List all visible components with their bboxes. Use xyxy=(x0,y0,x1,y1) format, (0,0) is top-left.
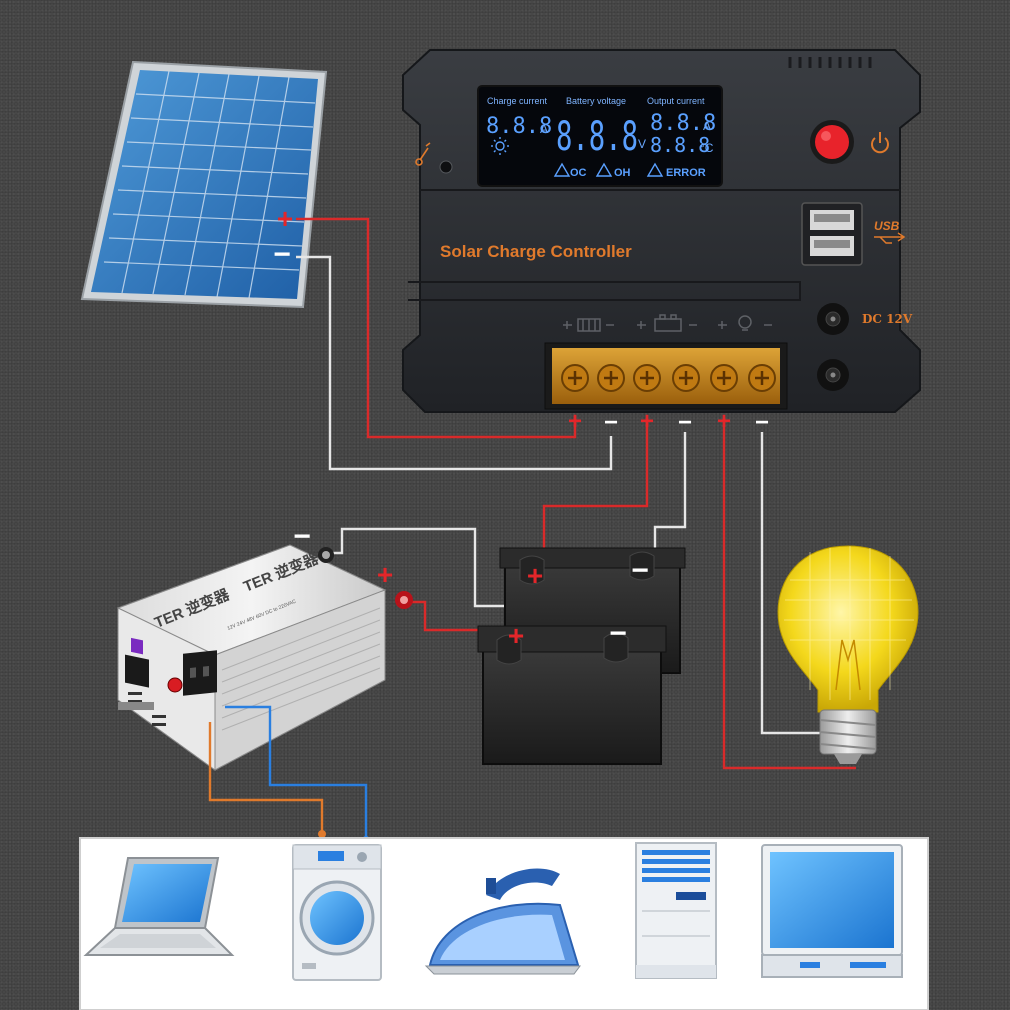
inverter-minus-sign: − xyxy=(293,520,311,553)
air-conditioner-icon xyxy=(635,842,717,979)
lcd-display xyxy=(477,85,723,187)
wire-panel-positive xyxy=(296,217,577,439)
wire-inverter-positive xyxy=(410,600,515,632)
charge-current-digits: 8.8.8 xyxy=(486,114,552,139)
usb-ports[interactable] xyxy=(801,202,863,266)
battery2-plus-sign: + xyxy=(508,620,524,651)
washing-machine-icon xyxy=(292,844,382,981)
thermometer-icon xyxy=(415,142,431,166)
dc-wiring xyxy=(296,217,856,770)
terminal-sign-3: + xyxy=(640,408,654,435)
wire-load-positive xyxy=(722,418,856,770)
dc-jack-bottom[interactable] xyxy=(817,359,849,391)
terminal-sign-5: + xyxy=(717,408,731,435)
output-current-label: Output current xyxy=(647,96,705,106)
unit-volt: V xyxy=(638,137,646,151)
laptop-icon xyxy=(83,857,235,956)
terminal-screw[interactable] xyxy=(597,364,625,392)
charge-current-label: Charge current xyxy=(487,96,548,106)
unit-amp-1: A xyxy=(540,122,548,136)
terminal-sign-1: + xyxy=(568,408,582,435)
flag-error: ERROR xyxy=(666,167,706,179)
output-current-digits: 8.8.8 xyxy=(650,111,716,136)
panel-minus-sign: − xyxy=(273,238,291,271)
wire-panel-negative xyxy=(296,255,613,471)
flag-oc: OC xyxy=(570,167,587,179)
terminal-sign-6: − xyxy=(755,409,769,436)
monitor-icon xyxy=(761,844,903,978)
charge-controller: Charge current Battery voltage Output cu… xyxy=(402,49,921,413)
battery1-minus-sign: − xyxy=(631,554,649,587)
sun-icon xyxy=(491,137,509,155)
warning-error-icon xyxy=(646,162,664,177)
flag-oh: OH xyxy=(614,167,631,179)
battery1-plus-sign: + xyxy=(527,560,543,591)
terminal-block xyxy=(544,342,788,410)
warning-oc-icon xyxy=(553,162,571,177)
usb-label: USB xyxy=(874,219,900,233)
power-icon xyxy=(871,132,889,154)
battery-voltage-label: Battery voltage xyxy=(566,96,626,106)
battery-voltage-digits: 8.8.8 xyxy=(556,114,638,160)
terminal-screw[interactable] xyxy=(672,364,700,392)
terminal-sign-4: − xyxy=(678,409,692,436)
wire-battery-negative xyxy=(653,432,687,566)
inverter-plus-sign: + xyxy=(377,559,393,590)
light-bulb-icon xyxy=(777,545,919,764)
terminal-screw[interactable] xyxy=(561,364,589,392)
unit-celsius: °C xyxy=(700,141,714,155)
inverter-icon xyxy=(116,544,413,771)
terminal-sign-2: − xyxy=(604,409,618,436)
terminal-screw[interactable] xyxy=(710,364,738,392)
dc-label: DC 12V xyxy=(862,312,913,326)
panel-plus-sign: + xyxy=(277,203,293,234)
usb-icon xyxy=(874,232,906,244)
dc-jack-top[interactable] xyxy=(817,303,849,335)
terminal-screw[interactable] xyxy=(633,364,661,392)
wire-load-negative xyxy=(760,432,830,735)
battery2-minus-sign: − xyxy=(609,617,627,650)
controller-title: Solar Charge Controller xyxy=(440,242,632,261)
output-temp-digits: 8.8.8 xyxy=(650,133,710,157)
wire-battery-positive xyxy=(542,418,649,572)
solar-panel-icon xyxy=(80,60,328,309)
warning-oh-icon xyxy=(595,162,613,177)
port-icons xyxy=(563,314,772,332)
temperature-sensor xyxy=(439,160,453,174)
terminal-screw[interactable] xyxy=(748,364,776,392)
appliances-panel xyxy=(79,837,929,1010)
wire-ac-neutral xyxy=(208,722,324,836)
battery-icon xyxy=(477,547,686,765)
iron-icon xyxy=(424,868,581,975)
wire-ac-live xyxy=(225,705,368,840)
unit-amp-2: A xyxy=(703,119,711,133)
